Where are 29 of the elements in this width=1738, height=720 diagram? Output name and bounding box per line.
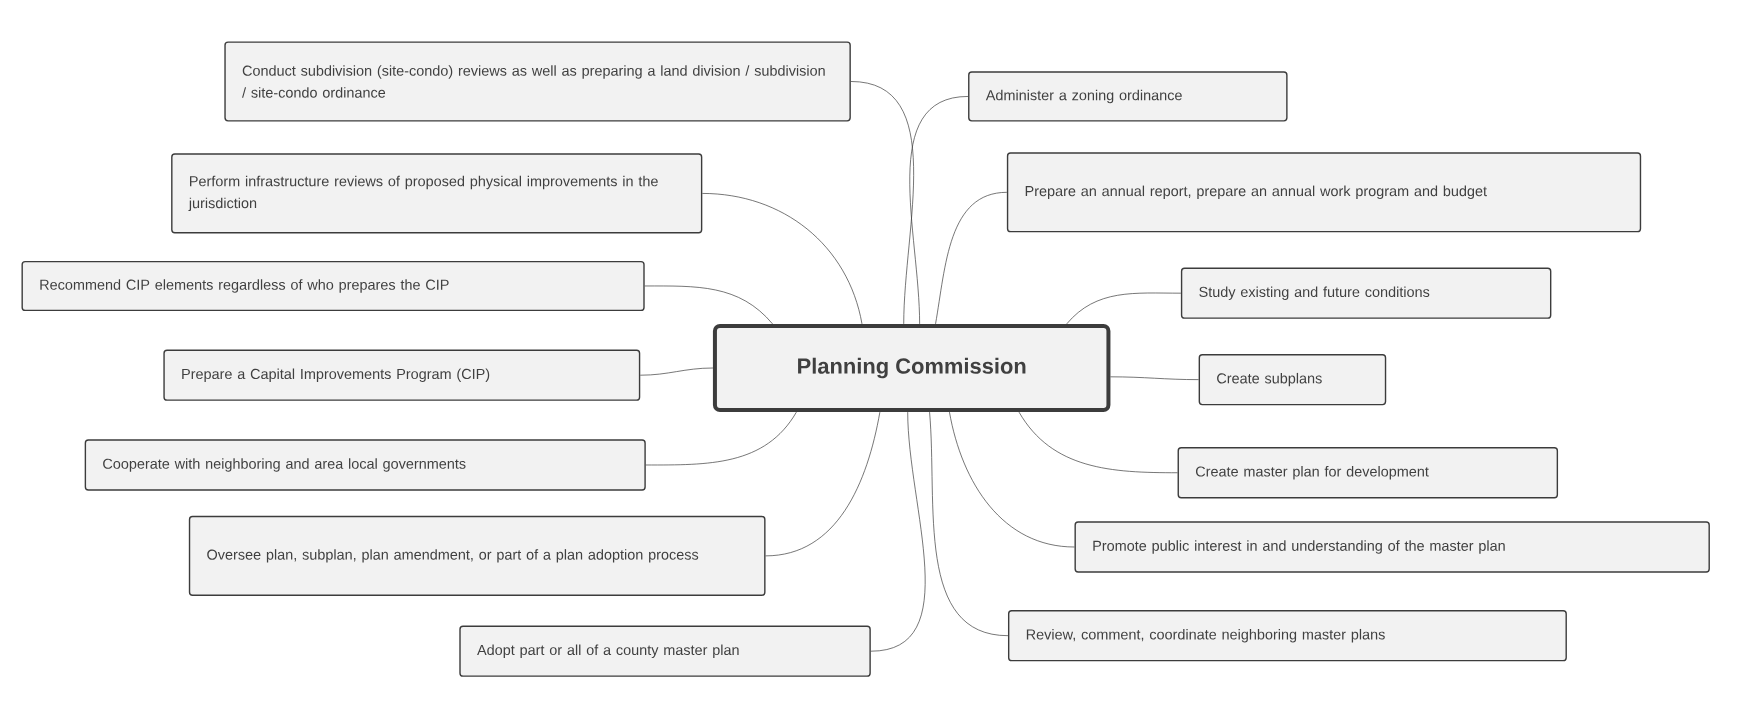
topic-box: Prepare a Capital Improvements Program (CIP)	[163, 349, 641, 401]
topic-box: Study existing and future conditions	[1180, 267, 1552, 319]
connector-line	[1066, 292, 1182, 324]
topic-box: Oversee plan, subplan, plan amendment, or part of a plan adoption process	[188, 515, 766, 596]
topic-box: Create subplans	[1198, 353, 1387, 406]
topic-box: Prepare an annual report, prepare an annual work program and budget	[1006, 152, 1642, 233]
topic-box: Create master plan for development	[1177, 446, 1559, 499]
topic-box: Conduct subdivision (site-condo) reviews as well as preparing a land division / subdivision / site-condo ordinance	[224, 41, 851, 122]
connector-line	[1018, 411, 1178, 473]
topic-box: Review, comment, coordinate neighboring master plans	[1007, 609, 1567, 662]
connector-line	[1110, 376, 1199, 380]
topic-box: Administer a zoning ordinance	[968, 71, 1288, 122]
connector-line	[870, 411, 926, 652]
connector-line	[639, 367, 714, 376]
topic-box: Recommend CIP elements regardless of who prepares the CIP	[21, 260, 645, 311]
connector-line	[765, 411, 881, 556]
connector-line	[850, 80, 914, 324]
connector-line	[644, 285, 773, 324]
topic-box: Promote public interest in and understanding of the master plan	[1074, 521, 1710, 573]
topic-box: Cooperate with neighboring and area local governments	[84, 439, 646, 491]
connector-line	[935, 191, 1008, 324]
connector-line	[645, 411, 797, 466]
topic-box: Adopt part or all of a county master plan	[459, 625, 871, 677]
connector-line	[929, 411, 1009, 636]
connector-line	[909, 95, 969, 324]
central-topic-box: Planning Commission	[712, 323, 1111, 412]
connector-line	[949, 411, 1075, 548]
topic-box: Perform infrastructure reviews of proposed physical improvements in the jurisdiction	[171, 153, 703, 234]
connector-line	[702, 192, 863, 324]
